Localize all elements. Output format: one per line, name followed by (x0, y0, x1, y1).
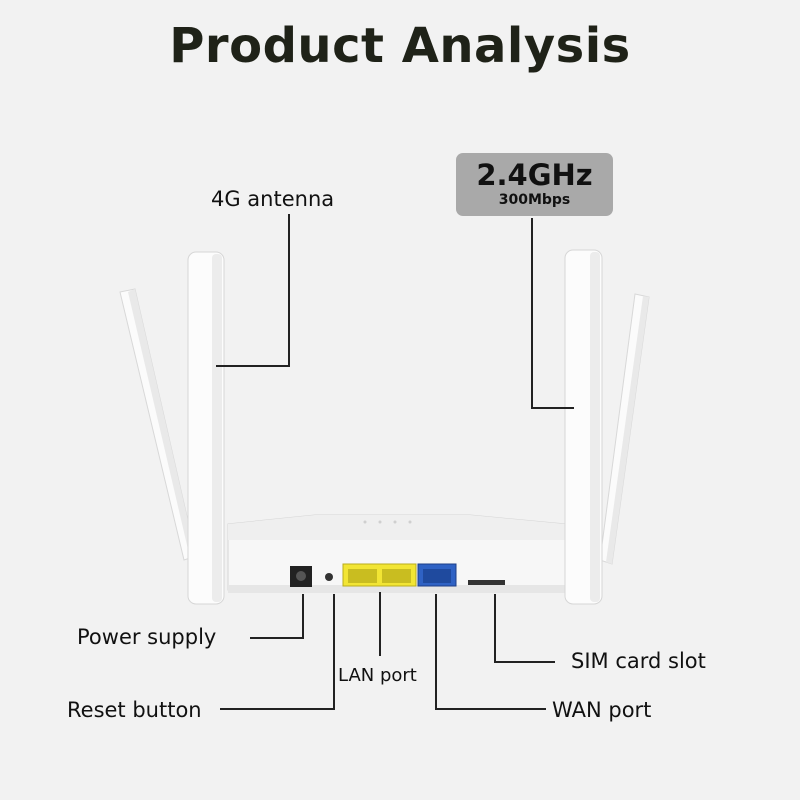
power-jack (290, 566, 312, 587)
badge-speed: 300Mbps (498, 192, 571, 208)
callout-reset (220, 594, 335, 710)
callout-power (250, 594, 304, 639)
callout-badge (531, 218, 574, 409)
callout-sim (494, 594, 555, 663)
label-wan: WAN port (552, 698, 652, 722)
label-lan: LAN port (338, 665, 417, 686)
wan-port-socket (417, 563, 457, 587)
page-title: Product Analysis (169, 18, 631, 74)
label-sim: SIM card slot (571, 649, 706, 673)
label-antenna: 4G antenna (211, 187, 335, 211)
reset-hole (325, 573, 333, 581)
badge-band: 2.4GHz (476, 158, 593, 192)
antenna-left-inner (187, 251, 225, 605)
callout-lines (216, 214, 574, 710)
antenna-right-inner (564, 249, 603, 605)
antenna-left-outer (119, 288, 197, 561)
lan-ports (342, 563, 417, 587)
label-reset: Reset button (67, 698, 202, 722)
callout-wan (435, 594, 546, 710)
label-power: Power supply (77, 625, 217, 649)
sim-slot (468, 580, 505, 585)
frequency-badge: 2.4GHz 300Mbps (456, 153, 613, 216)
callout-antenna (216, 214, 290, 367)
antenna-right-outer (599, 293, 650, 565)
